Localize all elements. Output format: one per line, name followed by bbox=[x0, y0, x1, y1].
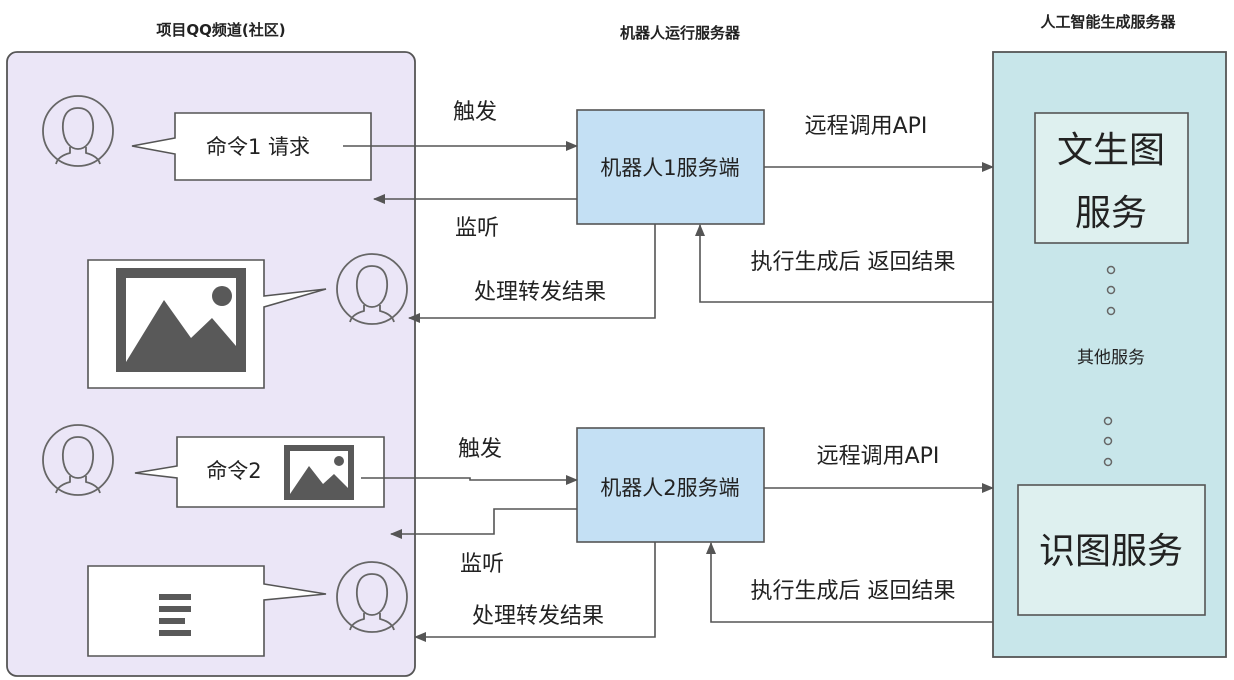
bot2-server-label: 机器人2服务端 bbox=[600, 476, 739, 500]
forward-result-arrow bbox=[408, 224, 656, 323]
trigger-label: 触发 bbox=[453, 100, 497, 125]
user-avatar-icon bbox=[42, 424, 114, 496]
return-result-label: 执行生成后 返回结果 bbox=[751, 250, 956, 275]
bot-avatar-icon bbox=[336, 253, 408, 325]
return-result-label: 执行生成后 返回结果 bbox=[751, 579, 956, 604]
ellipsis-icon bbox=[1103, 416, 1113, 467]
bot-server-heading: 机器人运行服务器 bbox=[620, 24, 741, 42]
text-to-image-service-label: 文生图 bbox=[1057, 130, 1165, 171]
listen-label: 监听 bbox=[460, 552, 504, 577]
image-recognition-service-box bbox=[1017, 484, 1206, 616]
command1-bubble bbox=[131, 112, 372, 181]
forward-result-arrow bbox=[414, 542, 656, 642]
ellipsis-icon bbox=[1106, 265, 1116, 316]
community-heading: 项目QQ频道(社区) bbox=[156, 21, 285, 39]
bot1-server-label: 机器人1服务端 bbox=[600, 156, 739, 180]
forward-result-label: 处理转发结果 bbox=[474, 280, 606, 305]
text-to-image-service-label: 服务 bbox=[1075, 193, 1147, 234]
forward-result-label: 处理转发结果 bbox=[472, 604, 604, 629]
bot2-server-box bbox=[576, 427, 765, 543]
other-services-label: 其他服务 bbox=[1077, 348, 1145, 368]
trigger-label: 触发 bbox=[458, 437, 502, 462]
user-avatar-icon bbox=[42, 95, 114, 167]
command2-text: 命令2 bbox=[206, 459, 261, 483]
ai-server-heading: 人工智能生成服务器 bbox=[1040, 13, 1176, 31]
listen-label: 监听 bbox=[455, 216, 499, 241]
return-result-arrow bbox=[706, 542, 993, 623]
image-icon bbox=[284, 445, 354, 500]
text-lines-icon bbox=[159, 594, 191, 636]
bot1-server-box bbox=[576, 109, 765, 225]
image-icon bbox=[116, 268, 246, 372]
rpc-label: 远程调用API bbox=[817, 444, 940, 469]
bot-avatar-icon bbox=[336, 561, 408, 633]
image-recognition-service-label: 识图服务 bbox=[1039, 531, 1183, 572]
text-to-image-service-box bbox=[1034, 112, 1189, 244]
return-result-arrow bbox=[695, 224, 993, 303]
rpc-label: 远程调用API bbox=[805, 114, 928, 139]
listen-arrow bbox=[390, 508, 577, 539]
trigger-arrow bbox=[361, 475, 578, 485]
text-reply-bubble bbox=[87, 565, 327, 657]
command1-text: 命令1 请求 bbox=[206, 135, 310, 159]
